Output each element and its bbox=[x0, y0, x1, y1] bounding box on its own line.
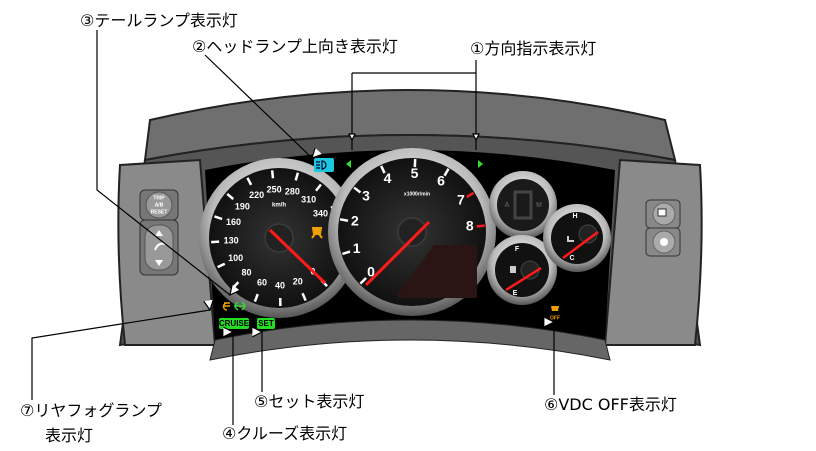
brightness-rocker-button[interactable] bbox=[139, 219, 179, 276]
callout-turn-signal: ①方向指示表示灯 bbox=[470, 39, 596, 58]
slip-indicator-icon bbox=[311, 227, 323, 239]
callout-rear-fog: ⑦リヤフォグランプ bbox=[20, 401, 162, 420]
high-beam-indicator bbox=[314, 158, 334, 172]
window-icon bbox=[657, 208, 667, 217]
select-button[interactable] bbox=[645, 227, 681, 257]
rpm-needle bbox=[364, 220, 431, 287]
display-mode-button[interactable] bbox=[645, 199, 681, 229]
temperature-gauge: H C bbox=[543, 204, 611, 272]
gauge-tick bbox=[443, 168, 450, 177]
gauge-tick bbox=[294, 172, 300, 181]
gauge-tick bbox=[214, 215, 223, 221]
gauge-tick-label: 220 bbox=[249, 190, 264, 200]
set-indicator: SET bbox=[257, 318, 275, 329]
gauge-tick-label: 5 bbox=[411, 165, 419, 181]
illumination-icon bbox=[154, 242, 166, 251]
ab-label: A/B bbox=[155, 202, 164, 208]
gauge-tick-label: 60 bbox=[257, 277, 267, 287]
temp-cold-label: C bbox=[569, 255, 574, 262]
dot-icon bbox=[660, 238, 668, 246]
tail-lamp-icon bbox=[234, 301, 246, 311]
turn-left-icon bbox=[346, 160, 351, 168]
cruise-label: CRUISE bbox=[219, 319, 250, 328]
gauge-tick bbox=[359, 277, 367, 285]
speed-unit: km/h bbox=[272, 203, 286, 209]
gauge-tick bbox=[380, 165, 386, 174]
gear-manual-label: M bbox=[536, 202, 542, 209]
gauge-tick bbox=[466, 191, 475, 199]
gauge-tick-label: 8 bbox=[466, 218, 474, 234]
gauge-tick bbox=[301, 292, 307, 302]
gauge-tick-label: 160 bbox=[226, 217, 241, 227]
callout-vdc-off: ⑥VDC OFF表示灯 bbox=[544, 395, 677, 414]
gauge-tick-label: 130 bbox=[224, 235, 239, 245]
gauge-tick-label: 100 bbox=[228, 253, 243, 263]
gauge-tick-label: 7 bbox=[457, 192, 465, 208]
callout-high-beam: ②ヘッドランプ上向き表示灯 bbox=[192, 37, 398, 56]
gauge-tick bbox=[270, 170, 275, 179]
gauge-tick bbox=[353, 186, 362, 194]
gauge-tick-label: 80 bbox=[241, 268, 251, 278]
vdc-icon bbox=[551, 306, 559, 311]
fuel-gauge: F E bbox=[487, 235, 557, 305]
gauge-tick-label: 40 bbox=[275, 280, 285, 290]
fuel-needle bbox=[505, 266, 542, 292]
callout-cruise: ④クルーズ表示灯 bbox=[222, 424, 347, 443]
gauge-tick-label: 310 bbox=[301, 195, 316, 205]
info-display bbox=[397, 245, 477, 298]
gauge-tick bbox=[339, 218, 349, 222]
gauge-tick-label: 4 bbox=[384, 170, 392, 186]
fuel-pump-icon bbox=[510, 266, 516, 273]
rear-fog-icon bbox=[222, 302, 230, 311]
gauge-tick bbox=[476, 224, 485, 228]
vdc-off-label: OFF bbox=[550, 315, 560, 321]
high-beam-icon bbox=[316, 160, 327, 170]
callout-tail-lamp: ③テールランプ表示灯 bbox=[80, 11, 238, 30]
gauge-tick bbox=[253, 293, 259, 303]
gauge-tick bbox=[315, 183, 322, 192]
speed-needle bbox=[268, 228, 327, 285]
gauge-tick-label: 20 bbox=[293, 277, 303, 287]
gauge-tick-label: 0 bbox=[367, 264, 375, 280]
gauge-tick bbox=[217, 262, 226, 269]
gauge-tick bbox=[342, 250, 351, 256]
gauge-tick-label: 190 bbox=[235, 201, 250, 211]
set-label: SET bbox=[258, 319, 274, 328]
gauge-tick-label: 1 bbox=[353, 240, 361, 256]
gauge-tick-label: 3 bbox=[362, 187, 370, 203]
cruise-indicator: CRUISE bbox=[219, 318, 250, 329]
fuel-full-label: F bbox=[515, 246, 520, 253]
gear-digit bbox=[513, 190, 533, 220]
gauge-tick bbox=[226, 192, 235, 201]
temp-needle bbox=[562, 230, 599, 260]
gauge-tick-label: 280 bbox=[285, 186, 300, 196]
gauge-tick-label: 340 bbox=[313, 208, 328, 218]
coolant-icon bbox=[567, 236, 574, 242]
reset-label: RESET bbox=[151, 209, 168, 215]
turn-right-icon bbox=[478, 160, 483, 168]
trip-label: TRIP bbox=[153, 195, 165, 201]
gear-auto-label: A bbox=[504, 202, 509, 209]
temp-hot-label: H bbox=[572, 213, 577, 220]
gauge-tick-label: 2 bbox=[351, 213, 359, 229]
callout-rear-fog-line2: 表示灯 bbox=[45, 426, 93, 445]
fuel-empty-label: E bbox=[513, 290, 518, 297]
gear-position-gauge: A M bbox=[489, 171, 557, 239]
trip-reset-button[interactable]: TRIP A/B RESET bbox=[139, 189, 179, 221]
rpm-unit: x1000r/min bbox=[404, 191, 430, 197]
gauge-tick bbox=[246, 177, 253, 186]
gauge-tick-label: 6 bbox=[437, 172, 445, 188]
callout-set: ⑤セット表示灯 bbox=[254, 392, 364, 411]
callout-lines bbox=[31, 30, 554, 425]
tachometer: x1000r/min 876 5 432 10 bbox=[328, 148, 496, 316]
gauge-tick-label: 250 bbox=[267, 185, 282, 195]
